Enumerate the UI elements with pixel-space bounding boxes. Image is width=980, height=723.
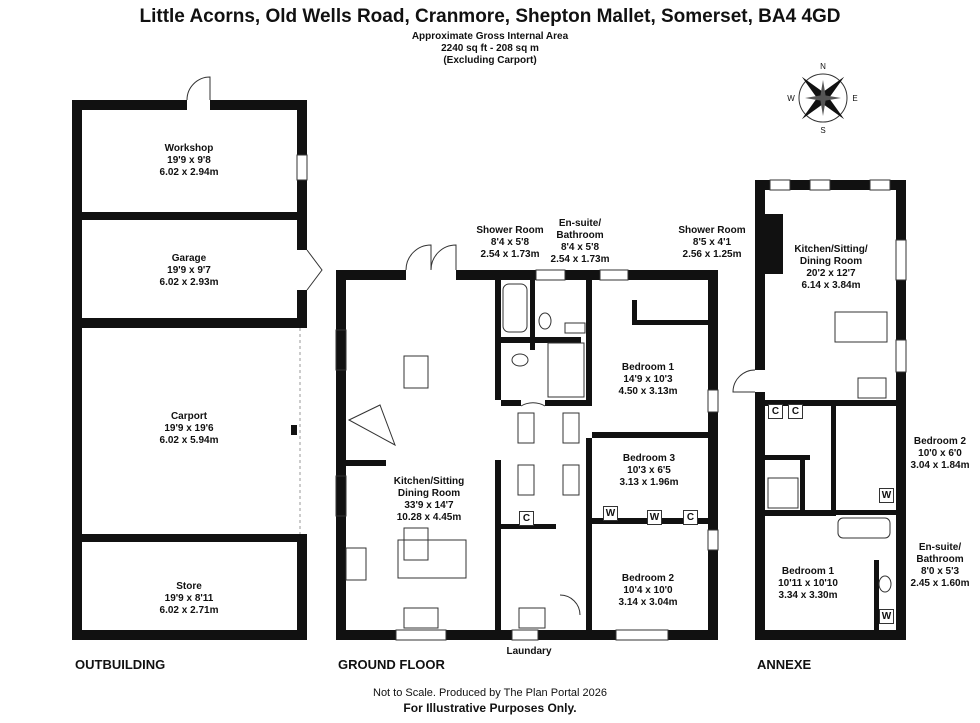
workshop-door-icon: [186, 76, 211, 101]
rooflight-icon: [403, 355, 429, 389]
cupboard-marker: C: [519, 511, 534, 526]
garage-door-icon: [306, 249, 323, 291]
floor-label-ground: GROUND FLOOR: [338, 657, 445, 672]
floor-label-annexe: ANNEXE: [757, 657, 812, 672]
toilet-icon: [538, 312, 552, 330]
compass-s: S: [820, 126, 826, 135]
hall-door-icon: [520, 402, 546, 407]
compass-e: E: [852, 94, 858, 103]
kitchen-window-icon: [335, 329, 347, 371]
outbuilding-walls: [72, 100, 307, 640]
wardrobe-marker: W: [879, 609, 894, 624]
cupboard-marker: C: [683, 510, 698, 525]
annexe-kitchen-unit-icon: [834, 311, 888, 343]
cupboard-marker: C: [768, 404, 783, 419]
compass-n: N: [820, 62, 826, 71]
wardrobe-marker: W: [647, 510, 662, 525]
footer-purpose-note: For Illustrative Purposes Only.: [403, 701, 577, 715]
ground-floor-walls: [336, 270, 718, 640]
footer-scale-note: Not to Scale. Produced by The Plan Porta…: [373, 687, 607, 699]
area-size: 2240 sq ft - 208 sq m: [441, 43, 539, 54]
hob-icon: [345, 547, 367, 581]
area-label: Approximate Gross Internal Area: [411, 31, 569, 42]
plan-title: Little Acorns, Old Wells Road, Cranmore,…: [139, 6, 841, 27]
basin-icon: [564, 322, 586, 334]
wardrobe-marker: W: [879, 488, 894, 503]
room-laundary: Laundary: [506, 646, 552, 657]
sink-icon: [403, 607, 439, 629]
wardrobe-marker: W: [603, 506, 618, 521]
shower-tray-icon: [547, 342, 585, 398]
area-note: (Excluding Carport): [443, 55, 537, 66]
cupboard-marker: C: [788, 404, 803, 419]
bath-icon: [502, 283, 528, 333]
annexe-walls: [755, 180, 906, 640]
workshop-window-icon: [296, 154, 308, 181]
compass-w: W: [787, 94, 795, 103]
annexe-entrance-door-icon: [732, 369, 756, 393]
patio-doors-icon: [405, 244, 457, 271]
sofa-icon: [347, 404, 396, 447]
compass-icon: [798, 73, 848, 123]
floor-label-outbuilding: OUTBUILDING: [75, 657, 166, 672]
kitchen-island-icon: [397, 539, 467, 579]
